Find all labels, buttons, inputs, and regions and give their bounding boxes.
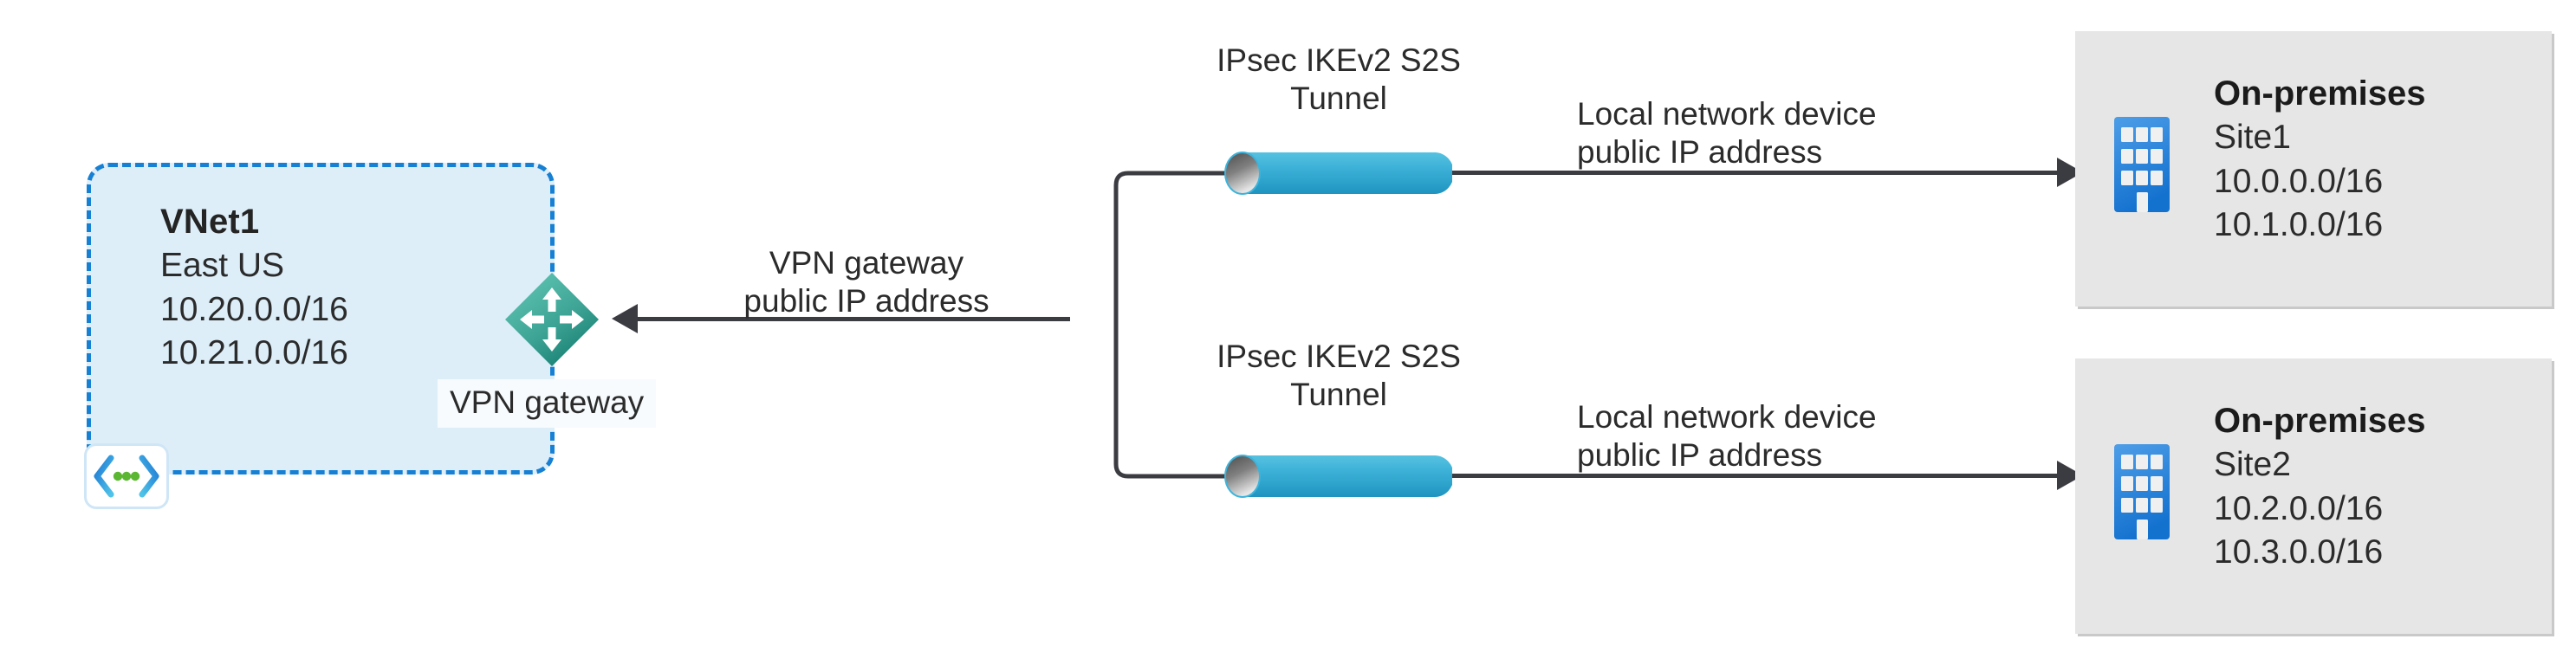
local-network-device-1-line2: public IP address	[1577, 133, 1823, 170]
local-network-device-2-line2: public IP address	[1577, 436, 1823, 473]
vpn-gateway-public-ip-line2: public IP address	[743, 282, 990, 319]
tunnel-2-label-line1: IPsec IKEv2 S2S	[1217, 339, 1461, 374]
tunnel-1-label: IPsec IKEv2 S2S Tunnel	[1152, 42, 1525, 117]
tunnel-1-label-line2: Tunnel	[1290, 80, 1387, 116]
onpremises-site1-title: On-premises	[2214, 74, 2426, 113]
vnet1-boundary	[87, 163, 555, 474]
onpremises-site2-address-2: 10.3.0.0/16	[2214, 533, 2384, 571]
tunnel-1-to-site1-line	[1452, 171, 2059, 175]
office-building-icon	[2113, 443, 2170, 540]
local-network-device-1-label: Local network device public IP address	[1577, 95, 2028, 171]
vpn-gateway-public-ip-line1: VPN gateway	[769, 245, 964, 281]
onpremises-site1-card: On-premises Site1 10.0.0.0/16 10.1.0.0/1…	[2075, 31, 2552, 307]
gateway-public-ip-connector-line	[637, 317, 1070, 321]
onpremises-site1-address-2: 10.1.0.0/16	[2214, 206, 2384, 244]
onpremises-site1-address-1: 10.0.0.0/16	[2214, 162, 2384, 200]
local-network-device-1-line1: Local network device	[1577, 96, 1877, 132]
office-building-icon	[2113, 116, 2170, 213]
onpremises-site1-details: On-premises Site1 10.0.0.0/16 10.1.0.0/1…	[2214, 71, 2543, 248]
tunnel-2-to-site2-line	[1452, 474, 2059, 478]
vnet1-region: East US	[160, 247, 285, 284]
ipsec-tunnel-1-icon	[1223, 152, 1454, 195]
onpremises-site1-name: Site1	[2214, 119, 2291, 156]
onpremises-site2-name: Site2	[2214, 446, 2291, 483]
onpremises-site2-details: On-premises Site2 10.2.0.0/16 10.3.0.0/1…	[2214, 398, 2543, 575]
tunnel-2-label-line2: Tunnel	[1290, 376, 1387, 412]
vnet1-name: VNet1	[160, 203, 260, 241]
tunnel-1-label-line1: IPsec IKEv2 S2S	[1217, 42, 1461, 78]
azure-virtual-network-icon	[84, 443, 169, 509]
onpremises-site2-card: On-premises Site2 10.2.0.0/16 10.3.0.0/1…	[2075, 358, 2552, 634]
vpn-gateway-label: VPN gateway	[438, 379, 657, 428]
tunnel-branch-connector	[1113, 171, 1229, 479]
onpremises-site2-title: On-premises	[2214, 402, 2426, 440]
vnet1-details: VNet1 East US 10.20.0.0/16 10.21.0.0/16	[160, 199, 524, 376]
tunnel-2-label: IPsec IKEv2 S2S Tunnel	[1152, 338, 1525, 413]
local-network-device-2-line1: Local network device	[1577, 399, 1877, 435]
vnet1-address-space-2: 10.21.0.0/16	[160, 334, 348, 372]
onpremises-site2-address-1: 10.2.0.0/16	[2214, 489, 2384, 527]
vpn-gateway-public-ip-label: VPN gateway public IP address	[693, 244, 1040, 320]
ipsec-tunnel-2-icon	[1223, 455, 1454, 498]
vnet1-address-space-1: 10.20.0.0/16	[160, 290, 348, 328]
gateway-public-ip-arrowhead	[612, 304, 638, 333]
vpn-gateway-diamond-icon	[501, 268, 603, 371]
local-network-device-2-label: Local network device public IP address	[1577, 398, 2028, 474]
